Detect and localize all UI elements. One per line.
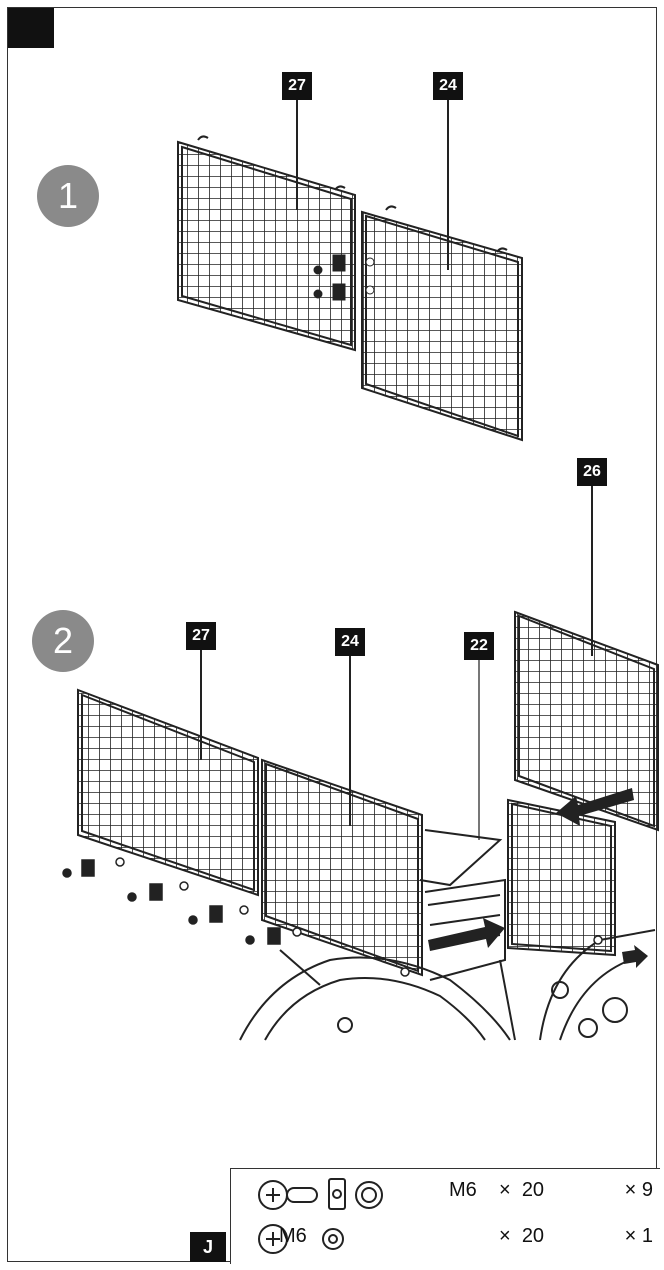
bolt-length: × 20	[499, 1179, 545, 1201]
leader-line	[296, 100, 298, 210]
bolt-quantity: × 1	[624, 1225, 653, 1247]
mesh-panel-22	[507, 798, 616, 957]
direction-arrows	[428, 788, 648, 968]
part-tag-24: 24	[335, 628, 365, 656]
part-tag-22: 22	[464, 632, 494, 660]
leader-line	[447, 100, 449, 270]
square-nut-icon	[328, 1178, 346, 1210]
bolt-length: × 20	[499, 1225, 545, 1247]
hardware-icons	[258, 1178, 383, 1254]
arrow-left-icon	[556, 788, 634, 826]
hardware-row: M6 × 20 × 1	[231, 1217, 661, 1257]
hardware-box: M6 × 20 × 9 M6 × 20 × 1	[230, 1168, 660, 1264]
section-marker	[8, 8, 54, 48]
hooks	[197, 135, 508, 253]
arrow-right-icon	[428, 918, 505, 951]
leader-line	[591, 486, 593, 656]
leader-line	[349, 656, 351, 826]
bolt-quantity: × 9	[624, 1179, 653, 1201]
part-tag-27: 27	[186, 622, 216, 650]
bolts	[62, 857, 603, 977]
hardware-section-tag: J	[190, 1232, 226, 1262]
hardware-row: M6 × 20 × 9	[231, 1171, 661, 1211]
leader-line	[478, 660, 480, 840]
leader-line	[200, 650, 202, 760]
bolt-spec: M6	[449, 1179, 477, 1201]
joint-bolts	[313, 254, 375, 301]
part-tag-24: 24	[433, 72, 463, 100]
mesh-panel-24	[361, 210, 523, 442]
arrow-right-icon	[622, 945, 648, 968]
mesh-panel-27	[77, 688, 259, 897]
screw-head-icon	[258, 1224, 288, 1254]
mesh-panel-27	[177, 140, 356, 352]
part-tag-26: 26	[577, 458, 607, 486]
mesh-panel-26	[514, 610, 659, 832]
washer-icon	[322, 1228, 344, 1250]
part-tag-27: 27	[282, 72, 312, 100]
screw-shank-icon	[286, 1187, 318, 1203]
bolt-spec: M6	[279, 1225, 307, 1247]
mesh-panel-24	[261, 758, 423, 977]
lock-nut-icon	[355, 1181, 383, 1209]
step-2-badge: 2	[32, 610, 94, 672]
step-1-badge: 1	[37, 165, 99, 227]
